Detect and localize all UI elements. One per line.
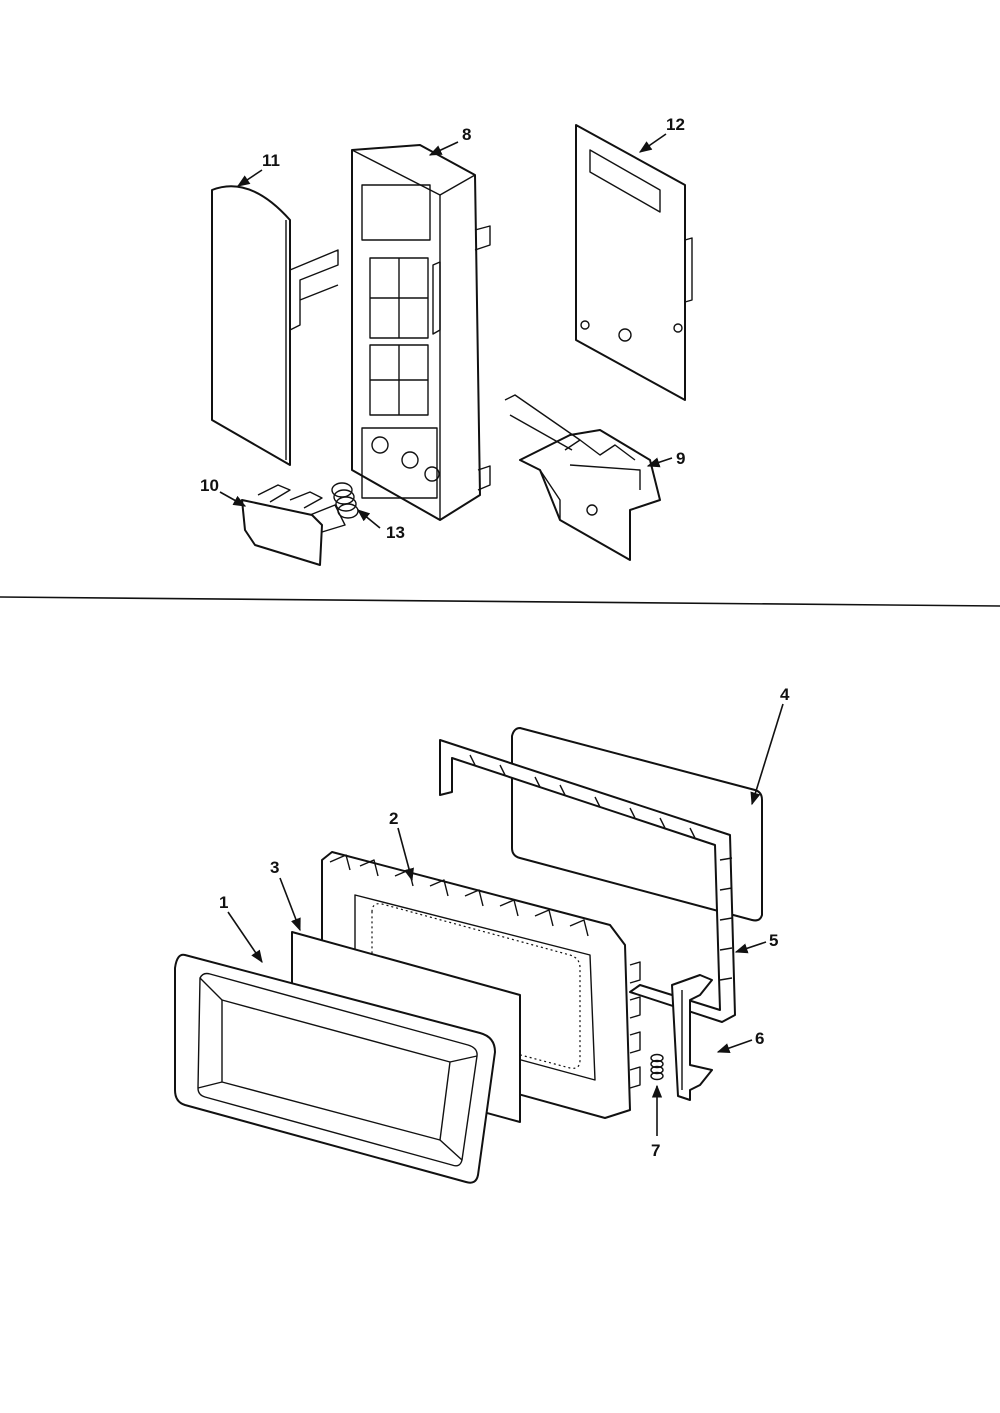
callout-2: 2	[389, 809, 398, 828]
callout-11: 11	[262, 151, 280, 170]
part-1-door-frame	[174, 953, 496, 1184]
part-13-spring	[331, 482, 359, 519]
part-6-latch	[671, 974, 713, 1101]
part-7-latch-spring	[650, 1053, 664, 1081]
callout-12: 12	[666, 115, 685, 134]
callout-5: 5	[769, 931, 778, 950]
part-12-circuit-board	[575, 124, 693, 401]
part-10-push-button	[241, 484, 346, 566]
part-11-overlay-panel	[211, 185, 339, 466]
section-divider	[0, 596, 1000, 607]
callout-1: 1	[219, 893, 228, 912]
callout-8: 8	[462, 125, 471, 144]
callout-10: 10	[200, 476, 219, 495]
callout-13: 13	[386, 523, 405, 542]
callout-4: 4	[780, 685, 790, 704]
part-4-door-panel	[511, 727, 763, 922]
part-8-control-panel	[351, 144, 491, 521]
callout-6: 6	[755, 1029, 764, 1048]
callout-7: 7	[651, 1141, 660, 1160]
callout-9: 9	[676, 449, 685, 468]
part-9-switch-bracket	[504, 394, 661, 561]
callout-3: 3	[270, 858, 279, 877]
